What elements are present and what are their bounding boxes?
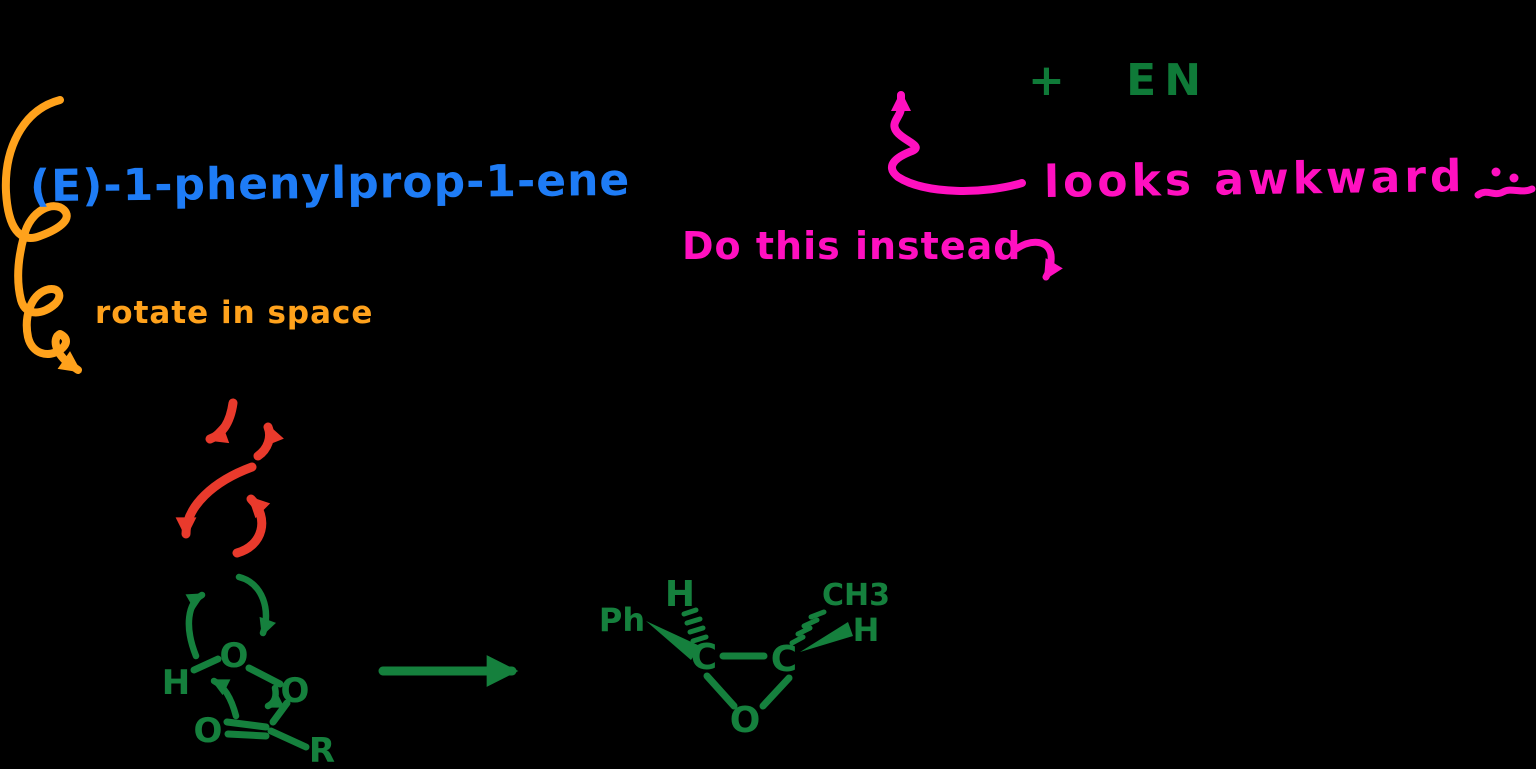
electron-arrow-small-down xyxy=(264,684,285,710)
bond-ring-left xyxy=(703,672,738,710)
bond-c-r xyxy=(267,727,310,751)
rotate-spiral-arrow-icon xyxy=(1,96,82,374)
electron-arrow-left xyxy=(210,677,240,720)
do-this-instead-label: Do this instead xyxy=(682,224,1022,268)
bond-ring-right xyxy=(759,674,793,710)
rotate-note-label: rotate in space xyxy=(95,295,374,331)
plus-en-label: + EN xyxy=(1028,55,1210,106)
peracid-r-label: R xyxy=(309,731,335,769)
peracid-o-mid-label: O xyxy=(281,671,310,711)
electron-arrow-up xyxy=(185,591,206,660)
epoxide-ch3-label: CH3 xyxy=(822,578,890,613)
looks-awkward-label: looks awkward xyxy=(1043,151,1466,208)
bond-c-o-double-1 xyxy=(223,718,270,731)
bond-c-o-double-2 xyxy=(224,730,270,740)
wedge-bond-ph xyxy=(646,621,700,660)
epoxide-ph-label: Ph xyxy=(599,601,645,639)
hash-bond-ch3 xyxy=(789,609,827,646)
epoxide-structure: Ph H C C CH3 H O xyxy=(599,574,890,741)
epoxide-h-left-label: H xyxy=(665,574,695,615)
bond-o-o xyxy=(245,664,284,688)
awkward-squiggle-arrow-icon xyxy=(888,91,1026,195)
epoxide-c-right-label: C xyxy=(771,639,797,680)
rotation-arrow-top-left xyxy=(205,398,238,444)
hash-bond-h-left xyxy=(681,607,709,644)
electron-arrow-down-arc xyxy=(235,573,277,637)
instead-pointer-arrow-icon xyxy=(1012,238,1063,281)
peracid-structure: H O O O R xyxy=(162,573,335,769)
sad-face-icon xyxy=(1474,167,1536,199)
peracid-o-carbonyl-label: O xyxy=(194,711,223,751)
wedge-bond-h-right xyxy=(800,622,853,652)
rotation-arrow-right-large xyxy=(232,494,271,558)
bond-h-o xyxy=(190,655,222,674)
epoxide-c-left-label: C xyxy=(691,637,717,678)
reactant-name-label: (E)-1-phenylprop-1-ene xyxy=(29,154,631,213)
epoxide-h-right-label: H xyxy=(853,611,880,649)
rotation-arrow-top-right xyxy=(253,422,284,461)
bond-o-c xyxy=(269,699,291,726)
peracid-h-label: H xyxy=(162,663,190,703)
rotation-arrows xyxy=(175,398,284,558)
rotation-arrow-left-large xyxy=(175,462,257,539)
peracid-o-top-label: O xyxy=(220,636,249,676)
